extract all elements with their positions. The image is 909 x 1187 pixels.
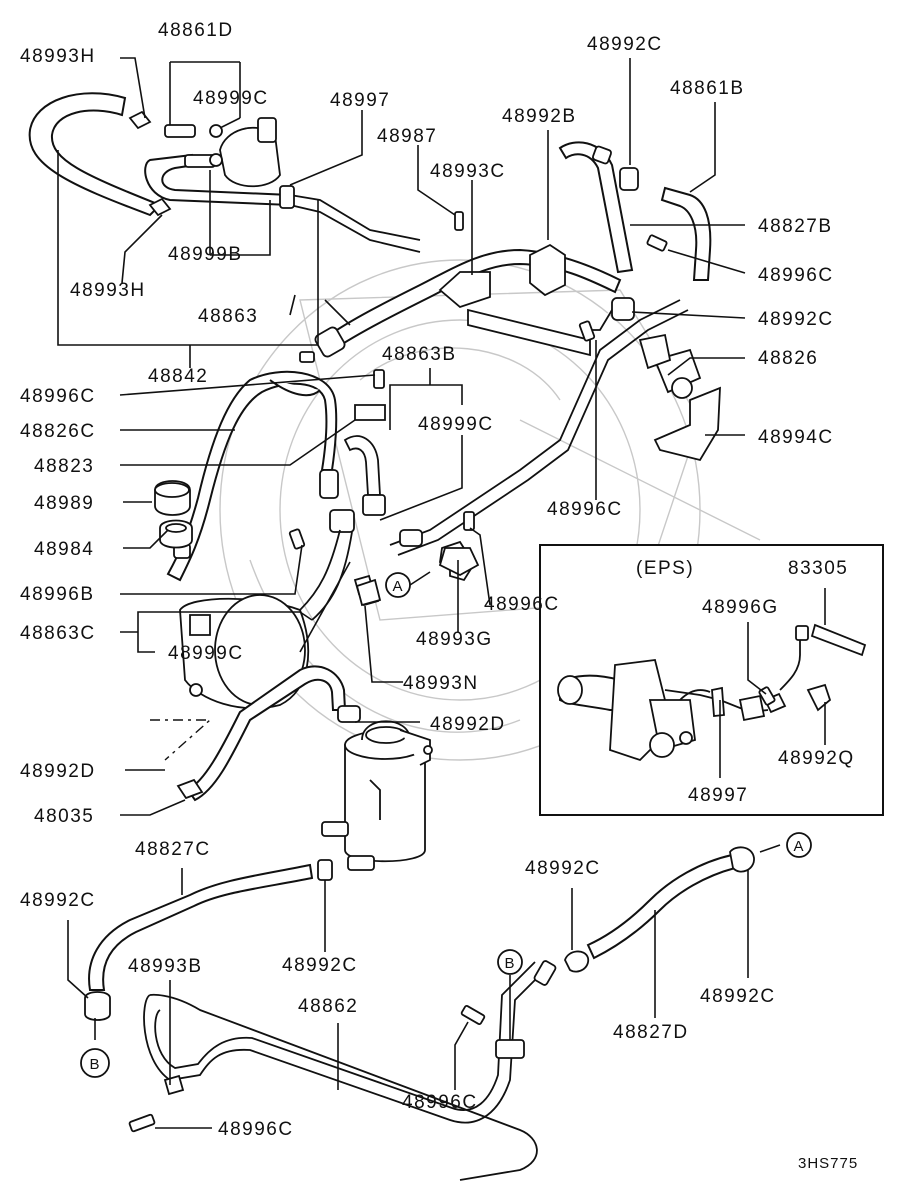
label-48992C-right: 48992C <box>758 309 834 330</box>
label-48984: 48984 <box>34 539 94 560</box>
label-48827D: 48827D <box>613 1022 689 1043</box>
label-48999B: 48999B <box>168 244 243 265</box>
label-48827B: 48827B <box>758 216 833 237</box>
label-48992D-left: 48992D <box>20 761 96 782</box>
marker-b-left: B <box>80 1048 110 1078</box>
label-48996C-right1: 48996C <box>758 265 834 286</box>
marker-a-lower-text: A <box>793 838 804 855</box>
part-labels: 48993H 48861D 48999C 48997 48987 48992B … <box>20 20 858 1172</box>
label-48999C-low: 48999C <box>168 643 244 664</box>
label-48993G: 48993G <box>416 629 493 650</box>
label-48842: 48842 <box>148 366 208 387</box>
grommet-48984 <box>159 519 193 549</box>
label-48035: 48035 <box>34 806 94 827</box>
label-48992C-mid: 48992C <box>282 955 358 976</box>
label-48996C-clamp: 48996C <box>484 594 560 615</box>
label-48992B: 48992B <box>502 106 577 127</box>
marker-b-center-text: B <box>504 955 515 972</box>
pressure-pipe-48862-upper <box>389 299 721 582</box>
label-48827C: 48827C <box>135 839 211 860</box>
label-48993C: 48993C <box>430 161 506 182</box>
label-48997-top: 48997 <box>330 90 390 111</box>
label-48996C-bottom-left: 48996C <box>218 1119 294 1140</box>
marker-b-left-text: B <box>89 1056 100 1073</box>
clamp-48993N <box>355 578 382 607</box>
label-48989: 48989 <box>34 493 94 514</box>
label-48996C-mid: 48996C <box>547 499 623 520</box>
label-48993B: 48993B <box>128 956 203 977</box>
hose-48826C <box>166 370 386 621</box>
marker-a-lower: A <box>786 832 812 858</box>
label-48999C-mid: 48999C <box>418 414 494 435</box>
label-83305: 83305 <box>788 558 848 579</box>
grommet-48989 <box>154 480 191 516</box>
marker-a-upper: A <box>385 572 411 598</box>
pipe-48862-lower <box>143 960 557 1181</box>
label-48863B: 48863B <box>382 344 457 365</box>
label-48992D-right: 48992D <box>430 714 506 735</box>
label-48996G: 48996G <box>702 597 779 618</box>
label-48993H-left: 48993H <box>70 280 146 301</box>
label-48861D: 48861D <box>158 20 234 41</box>
label-48826: 48826 <box>758 348 818 369</box>
label-48997-eps: 48997 <box>688 785 748 806</box>
label-48987: 48987 <box>377 126 437 147</box>
label-48992C-top: 48992C <box>587 34 663 55</box>
hose-48827B <box>558 141 712 331</box>
hose-48827D <box>564 846 755 973</box>
oil-pump-body <box>179 594 310 709</box>
marker-b-center: B <box>497 949 523 975</box>
label-48992Q: 48992Q <box>778 748 855 769</box>
leader-lines <box>57 57 826 1129</box>
label-48999C-top: 48999C <box>193 88 269 109</box>
label-48992C-far-right: 48992C <box>700 986 776 1007</box>
label-48992C-left: 48992C <box>20 890 96 911</box>
label-48863C: 48863C <box>20 623 96 644</box>
background-engine-outline <box>219 259 761 761</box>
label-48861B: 48861B <box>670 78 745 99</box>
hose-48035 <box>150 665 361 802</box>
label-48826C: 48826C <box>20 421 96 442</box>
label-48996C-left: 48996C <box>20 386 96 407</box>
label-48823: 48823 <box>34 456 94 477</box>
label-48996C-bottom-mid: 48996C <box>402 1092 478 1113</box>
label-48863: 48863 <box>198 306 258 327</box>
label-48992C-center: 48992C <box>525 858 601 879</box>
clamp-48993G <box>438 547 480 577</box>
figure-code: 3HS775 <box>798 1155 858 1172</box>
eps-inset-box <box>539 544 884 816</box>
bolts <box>128 211 776 1133</box>
hose-48827C <box>84 859 333 1021</box>
label-48993H-top: 48993H <box>20 46 96 67</box>
label-eps-title: (EPS) <box>636 558 694 579</box>
label-48862: 48862 <box>298 996 358 1017</box>
label-48994C: 48994C <box>758 427 834 448</box>
hose-48842-assembly <box>28 92 421 253</box>
oil-reservoir <box>321 720 433 871</box>
marker-a-upper-text: A <box>392 578 403 595</box>
label-48996B: 48996B <box>20 584 95 605</box>
label-48993N: 48993N <box>403 673 479 694</box>
